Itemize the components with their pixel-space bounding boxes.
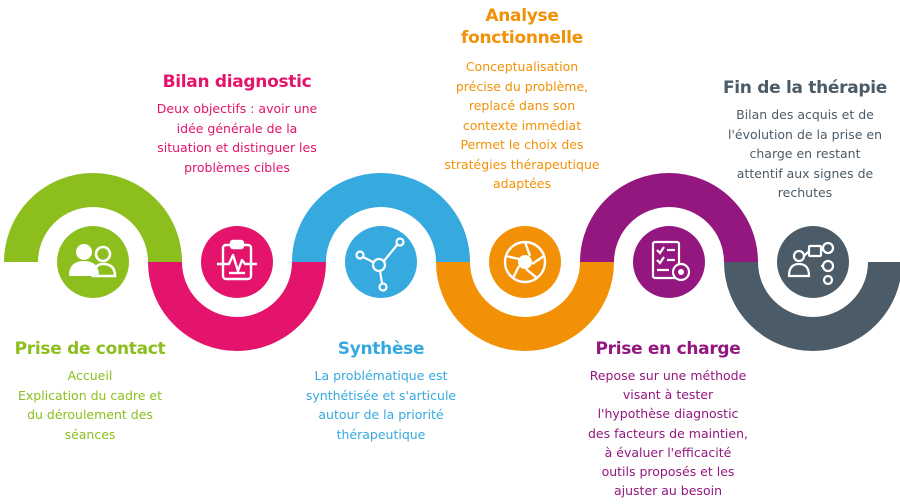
arc-synthese — [292, 173, 470, 263]
arc-charge — [580, 173, 758, 263]
step-bilan: Bilan diagnostic Deux objectifs : avoir … — [133, 71, 341, 177]
step-bilan-title: Bilan diagnostic — [162, 72, 312, 92]
circle-contact — [57, 226, 129, 298]
arc-bilan — [148, 261, 326, 351]
step-synthese-desc: La problématique est synthétisée et s'ar… — [305, 368, 457, 442]
step-charge-title: Prise en charge — [595, 339, 741, 359]
clipboard-heartbeat-icon — [217, 239, 257, 281]
aperture-icon — [503, 240, 547, 284]
circle-synthese — [345, 226, 417, 298]
step-synthese-title: Synthèse — [337, 339, 425, 359]
step-bilan-desc: Deux objectifs : avoir une idée générale… — [156, 101, 318, 175]
step-analyse-title: Analyse fonctionnelle — [461, 6, 583, 48]
step-contact-title: Prise de contact — [14, 339, 166, 359]
network-nodes-icon — [355, 237, 405, 292]
step-fin-title: Fin de la thérapie — [722, 78, 888, 98]
person-gears-icon — [787, 241, 835, 286]
checklist-gear-icon — [651, 240, 691, 282]
step-charge-desc: Repose sur une méthode visant à tester l… — [588, 368, 748, 499]
step-contact: Prise de contact Accueil Explication du … — [0, 338, 180, 444]
step-analyse: Analyse fonctionnelle Conceptualisation … — [424, 5, 620, 194]
step-charge: Prise en charge Repose sur une méthode v… — [568, 338, 768, 500]
circle-bilan — [201, 226, 273, 298]
step-analyse-desc: Conceptualisation précise du problème, r… — [444, 59, 600, 191]
users-icon — [69, 244, 117, 278]
circle-charge — [633, 226, 705, 298]
arc-contact — [4, 173, 182, 263]
step-fin: Fin de la thérapie Bilan des acquis et d… — [710, 77, 900, 203]
step-contact-desc: Accueil Explication du cadre et du dérou… — [17, 368, 163, 442]
step-synthese: Synthèse La problématique est synthétisé… — [288, 338, 474, 444]
step-fin-desc: Bilan des acquis et de l'évolution de la… — [728, 107, 882, 200]
arc-analyse — [436, 261, 614, 351]
circle-fin — [777, 226, 849, 298]
arc-fin — [724, 261, 900, 351]
